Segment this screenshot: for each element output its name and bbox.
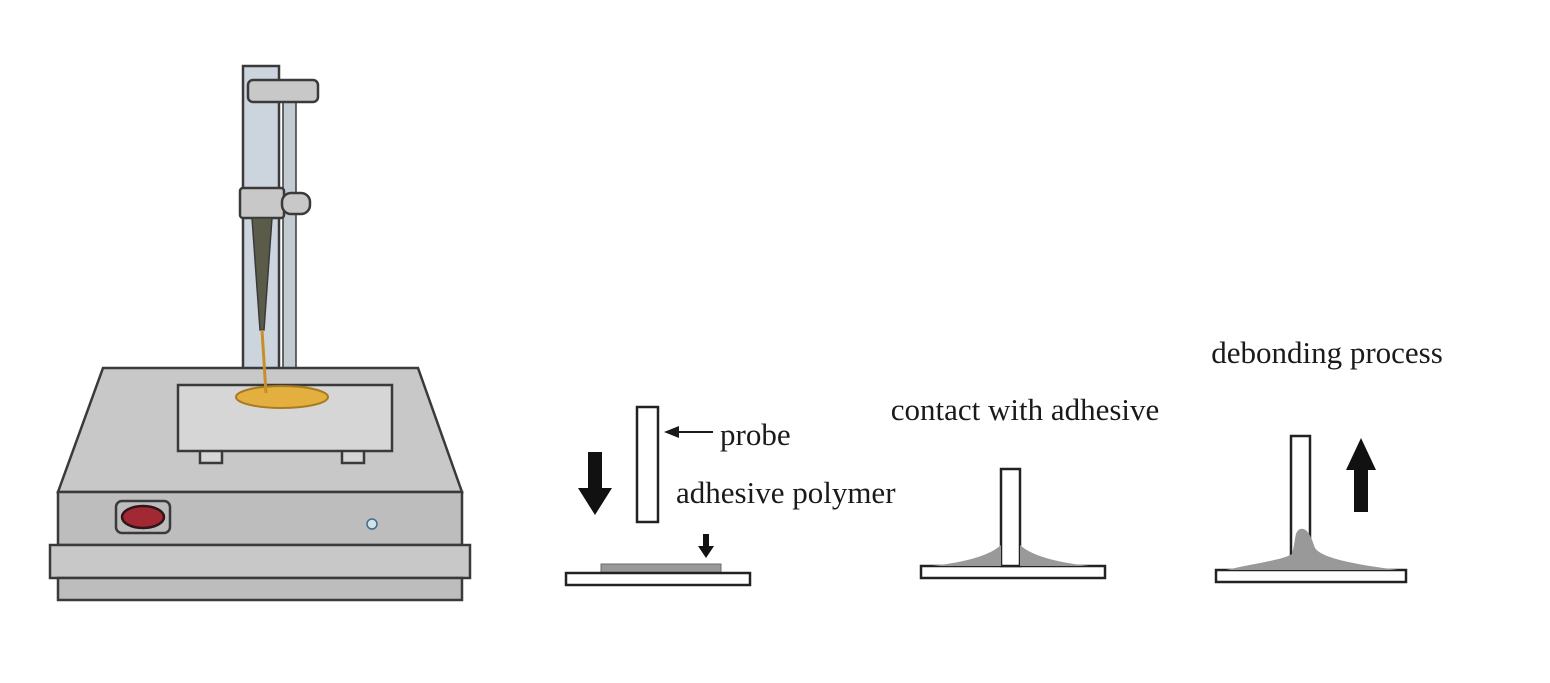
small-down-arrow-icon: [698, 534, 714, 558]
adhesive-fillet-left: [932, 545, 1001, 566]
column-top-crossbar: [246, 78, 320, 104]
adhesive-layer-1: [600, 563, 722, 574]
adhesive-sample-oval: [235, 385, 329, 409]
probe-schematic-1: [635, 405, 660, 524]
down-arrow-icon: [578, 452, 612, 515]
pointer-arrow-head: [664, 426, 679, 438]
indicator-light: [366, 518, 378, 530]
probe-tip-line: [260, 329, 268, 394]
step-contact: contact with adhesive: [891, 392, 1160, 580]
instrument-probe: [251, 217, 273, 394]
power-button[interactable]: [120, 504, 166, 530]
probe-schematic-2: [999, 467, 1022, 568]
up-arrow-icon: [1346, 438, 1376, 512]
step-approach: probe adhesive polymer: [564, 405, 896, 587]
adhesive-polymer-label: adhesive polymer: [676, 475, 896, 510]
contact-label: contact with adhesive: [891, 392, 1160, 427]
probe-label: probe: [720, 417, 791, 452]
step-debond: debonding process: [1211, 335, 1443, 584]
column-guide-rod: [282, 94, 297, 376]
sample-platform: [176, 383, 394, 465]
probe-clamp: [238, 186, 286, 220]
instrument-illustration: [48, 64, 472, 602]
probe-needle: [251, 217, 273, 331]
debonding-label: debonding process: [1211, 335, 1443, 370]
adhesive-fibril: [1226, 528, 1398, 570]
pointer-arrow-icon: [664, 426, 713, 438]
substrate-1: [564, 571, 752, 587]
adhesive-fillet-right: [1020, 545, 1089, 566]
base-middle-tier: [48, 543, 472, 580]
substrate-3: [1214, 568, 1408, 584]
substrate-2: [919, 564, 1107, 580]
front-controls: [114, 499, 378, 535]
clamp-knob: [280, 191, 312, 216]
base-bottom-tier: [56, 576, 464, 602]
